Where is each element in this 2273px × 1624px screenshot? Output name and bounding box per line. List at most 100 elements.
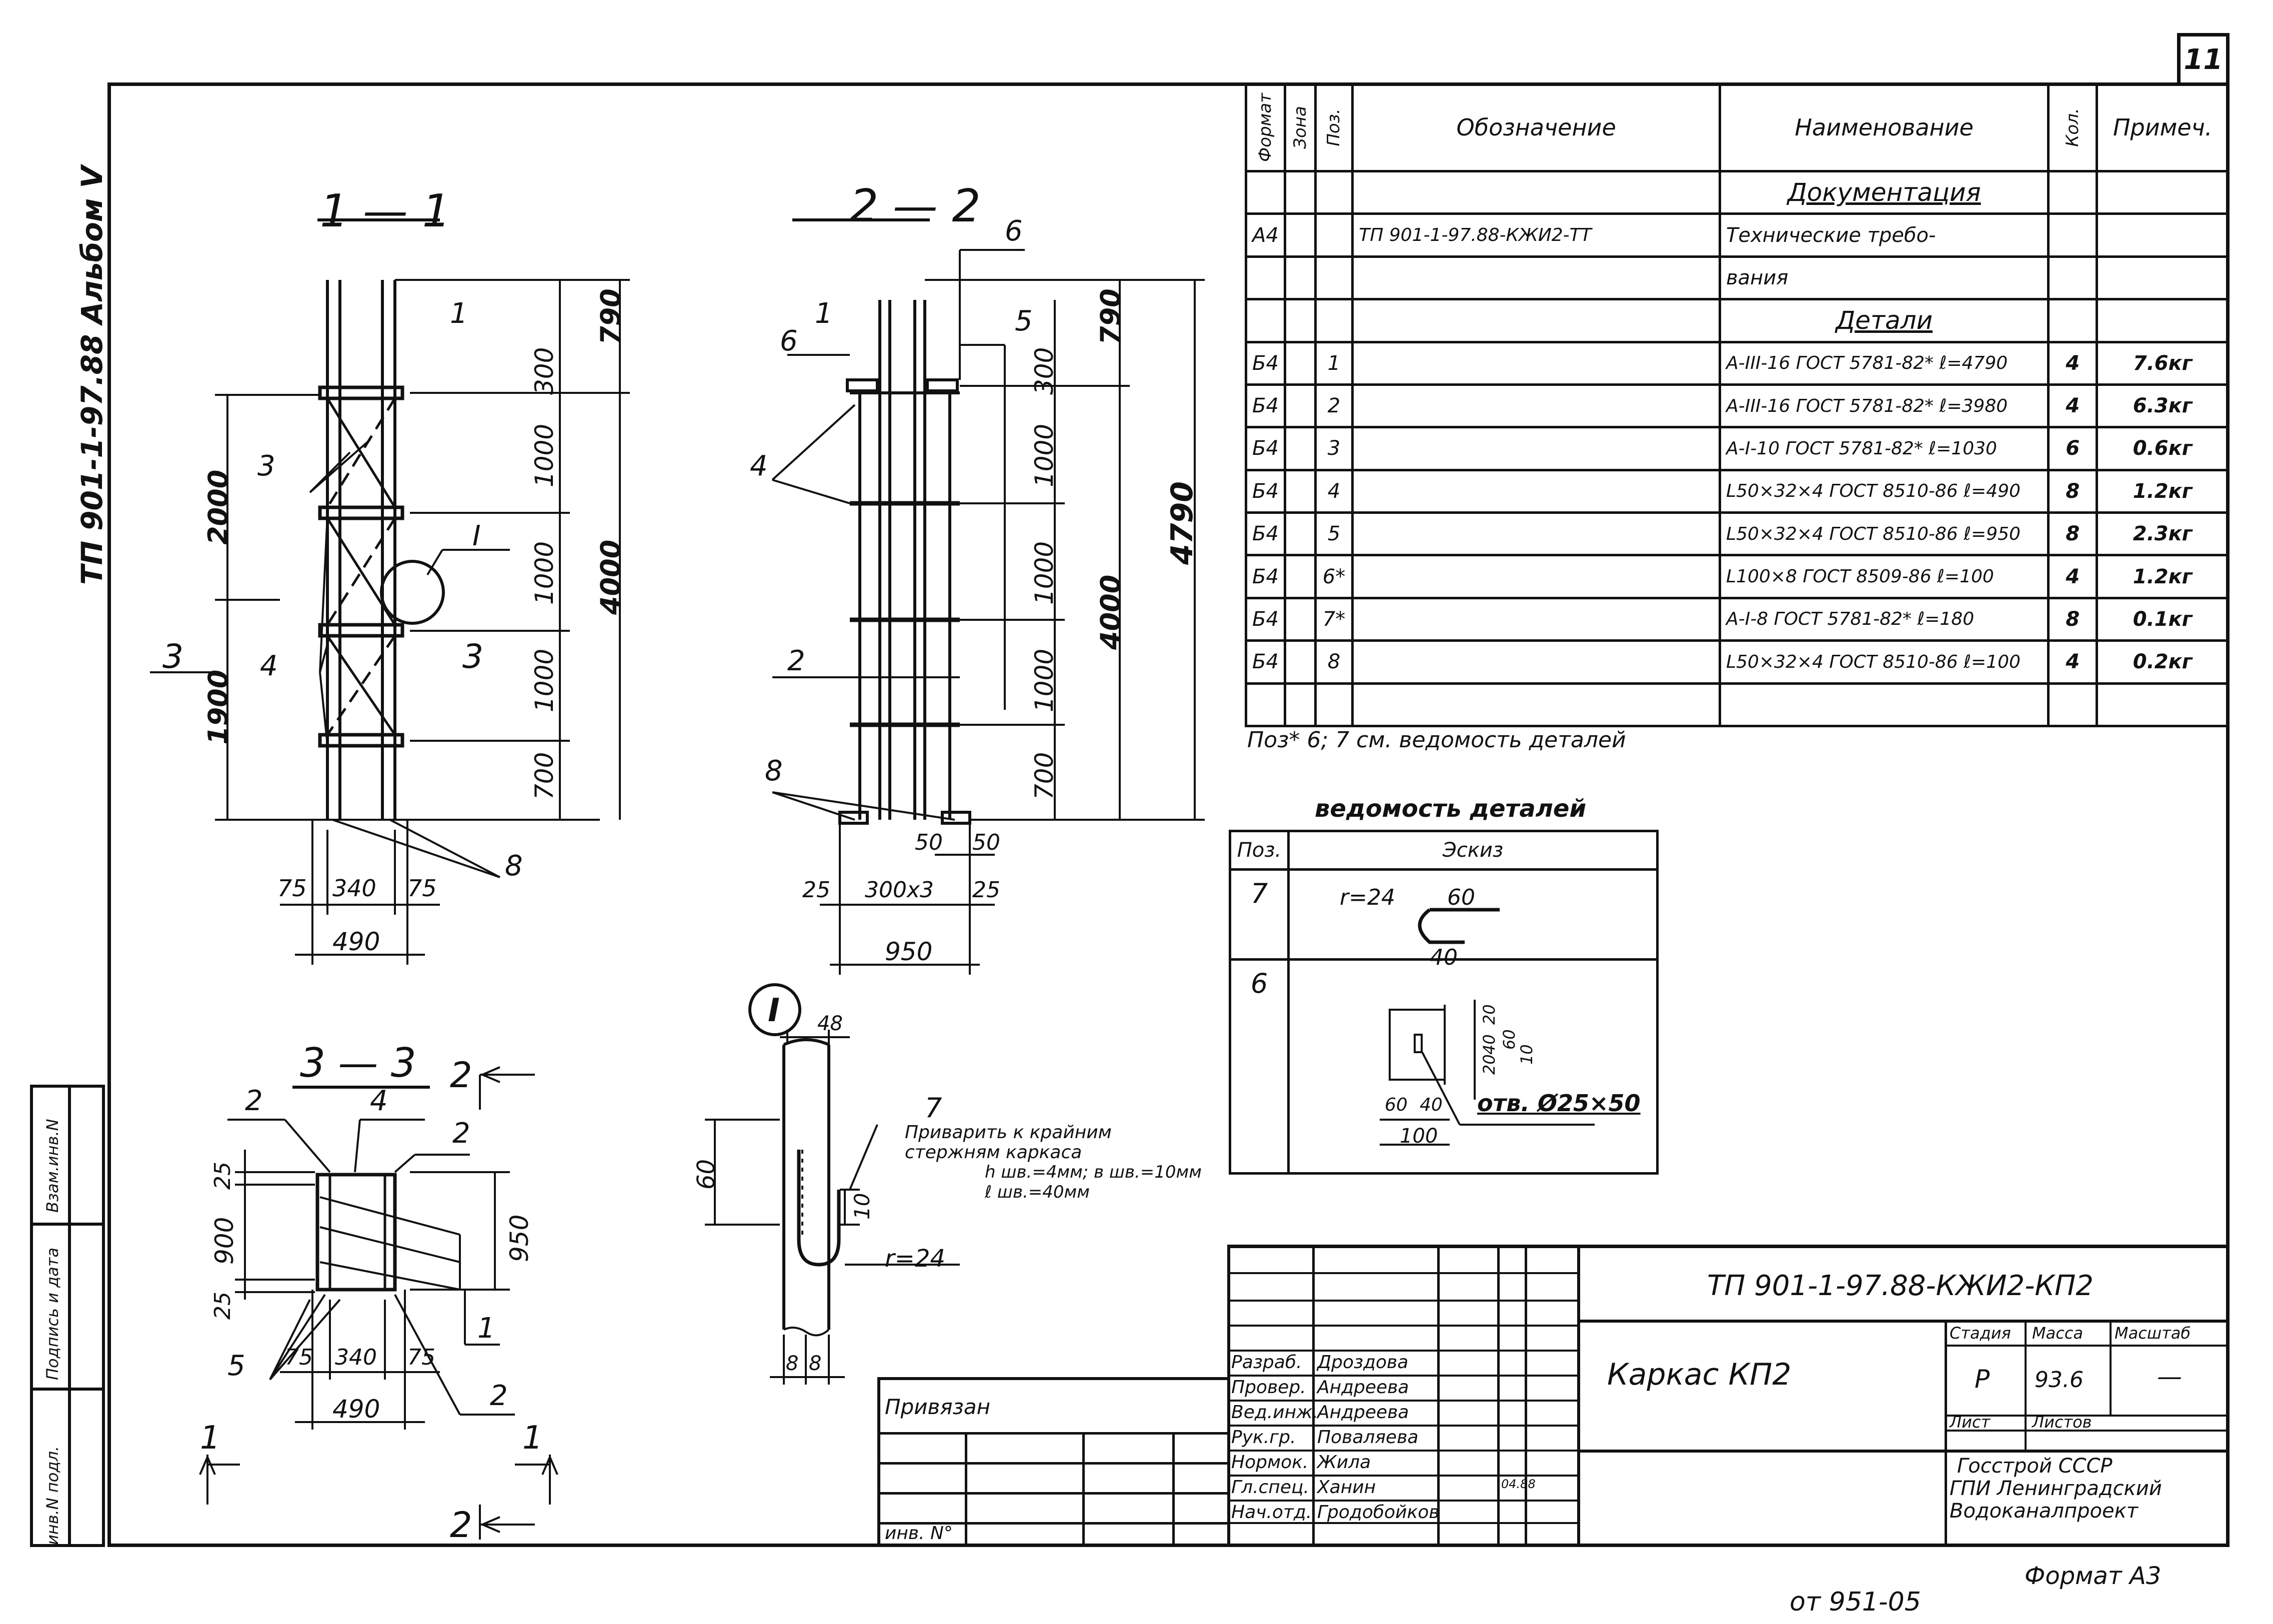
spec-cell-note (2096, 212, 2230, 258)
spec-cell-pos: 1 (1314, 340, 1354, 386)
spec-cell-fmt: Б4 (1245, 426, 1286, 471)
spec-cell-code (1351, 169, 1721, 215)
section-22-drawing (771, 218, 1205, 975)
signer-name: Андреева (1317, 1377, 1409, 1398)
s33-callout-2b: 2 (452, 1117, 470, 1150)
s22-dim-4790: 4790 (1165, 481, 1200, 565)
sk6-v4: 40 (1480, 1034, 1499, 1055)
s11-dim-1000c: 1000 (530, 648, 559, 712)
spec-cell-code (1351, 468, 1721, 514)
spec-cell-qty (2047, 682, 2099, 727)
s33-cut-1-left: 1 (200, 1420, 220, 1457)
s22-dim-1000a: 1000 (1030, 423, 1059, 487)
spec-cell-name: L50×32×4 ГОСТ 8510-86 ℓ=100 (1718, 639, 2050, 685)
s33-dim-25b: 25 (210, 1292, 235, 1320)
s22-dim-300x3: 300x3 (865, 877, 934, 903)
sk6-v1: 20 (1480, 1004, 1499, 1025)
spec-row (1245, 682, 2230, 727)
spec-footnote: Поз* 6; 7 см. ведомость деталей (1247, 727, 1626, 753)
s11-callout-3c: 3 (462, 637, 483, 676)
spec-header-code: Обозначение (1351, 82, 1721, 172)
spec-cell-code: ТП 901-1-97.88-КЖИ2-ТТ (1351, 212, 1721, 258)
spec-row: Детали (1245, 298, 2230, 343)
s22-dim-4000: 4000 (1095, 574, 1126, 650)
s11-callout-I: I (472, 520, 481, 552)
detI-note-2: стержням каркаса (905, 1142, 1082, 1163)
signer-role: Вед.инж. (1231, 1402, 1318, 1423)
spec-cell-qty (2047, 255, 2099, 301)
spec-cell-fmt: Б4 (1245, 596, 1286, 642)
spec-cell-code (1351, 682, 1721, 727)
sk6-v3: 20 (1480, 1054, 1499, 1075)
spec-cell-fmt: Б4 (1245, 340, 1286, 386)
spec-cell-name: Технические требо- (1718, 212, 2050, 258)
spec-cell-zone (1283, 383, 1317, 429)
spec-cell-fmt (1245, 682, 1286, 727)
spec-cell-code (1351, 426, 1721, 471)
spec-cell-note: 0.2кг (2096, 639, 2230, 685)
detI-note-3: h шв.=4мм; в шв.=10мм (985, 1162, 1202, 1182)
s22-callout-6a: 6 (1005, 215, 1023, 247)
s33-dim-950: 950 (505, 1214, 534, 1262)
s11-dim-1000b: 1000 (530, 541, 559, 605)
s11-callout-8: 8 (505, 850, 523, 882)
spec-cell-fmt: Б4 (1245, 639, 1286, 685)
s11-dim-2000: 2000 (202, 469, 234, 545)
spec-cell-note: 2.3кг (2096, 511, 2230, 557)
spec-cell-qty: 4 (2047, 340, 2099, 386)
s33-dim-900: 900 (210, 1217, 239, 1265)
spec-cell-name: Документация (1718, 169, 2050, 215)
spec-cell-name (1718, 682, 2050, 727)
s33-dim-75b: 75 (407, 1345, 435, 1370)
spec-cell-pos (1314, 682, 1354, 727)
signer-name: Гродобойков (1317, 1502, 1440, 1523)
s11-callout-3: 3 (257, 450, 275, 482)
s33-callout-4: 4 (370, 1085, 388, 1117)
spec-row: Документация (1245, 169, 2230, 215)
spec-cell-note: 0.6кг (2096, 426, 2230, 471)
spec-cell-fmt: Б4 (1245, 468, 1286, 514)
spec-header-qty: Кол. (2047, 82, 2099, 172)
spec-cell-fmt (1245, 255, 1286, 301)
s11-callout-1: 1 (450, 297, 468, 330)
spec-cell-qty: 6 (2047, 426, 2099, 471)
spec-cell-name: Детали (1718, 298, 2050, 343)
bottom-stamp: от 951-05 (1790, 1587, 1921, 1617)
spec-cell-zone (1283, 554, 1317, 599)
s33-dim-75a: 75 (285, 1345, 313, 1370)
sk6-v5: 10 (1517, 1044, 1536, 1065)
scale-value: — (2157, 1362, 2182, 1391)
drawing-name: Каркас КП2 (1607, 1357, 1792, 1392)
s22-dim-50a: 50 (915, 830, 943, 855)
section-33-title: 3 — 3 (300, 1040, 416, 1086)
spec-cell-code (1351, 255, 1721, 301)
s11-dim-1900: 1900 (202, 669, 234, 745)
spec-cell-pos: 2 (1314, 383, 1354, 429)
spec-cell-name: А-III-16 ГОСТ 5781-82* ℓ=3980 (1718, 383, 2050, 429)
detI-dim-60: 60 (692, 1159, 720, 1190)
detI-pos-7: 7 (925, 1092, 942, 1124)
section-11-drawing (150, 218, 630, 965)
spec-cell-zone (1283, 255, 1317, 301)
org-line-1: Госстрой СССР (1957, 1455, 2113, 1478)
s33-cut-2-bottom: 2 (450, 1505, 472, 1546)
spec-header-note: Примеч. (2096, 82, 2230, 172)
spec-cell-note: 1.2кг (2096, 468, 2230, 514)
spec-cell-code (1351, 596, 1721, 642)
details-row-pos-7: 7 (1229, 868, 1290, 961)
spec-cell-pos (1314, 212, 1354, 258)
signer-role: Нач.отд. (1231, 1502, 1312, 1523)
s33-callout-2c: 2 (490, 1380, 508, 1412)
s22-dim-50b: 50 (972, 830, 1000, 855)
spec-cell-name: А-I-8 ГОСТ 5781-82* ℓ=180 (1718, 596, 2050, 642)
signer-name: Ханин (1317, 1477, 1376, 1498)
spec-cell-qty (2047, 169, 2099, 215)
sheets-label: Листов (2032, 1413, 2092, 1432)
spec-cell-zone (1283, 298, 1317, 343)
spec-cell-pos: 6* (1314, 554, 1354, 599)
s33-cut-2-top: 2 (450, 1055, 472, 1096)
drawing-frame (107, 82, 2230, 1547)
